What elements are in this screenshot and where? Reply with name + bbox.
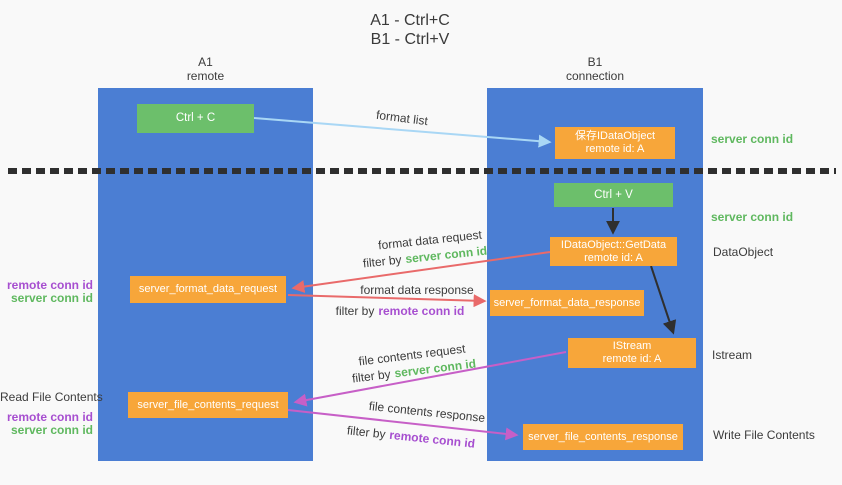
lane-b1-role: connection xyxy=(565,69,625,83)
label-istream: Istream xyxy=(712,348,753,362)
node-ctrl-v-label: Ctrl + V xyxy=(594,188,633,201)
node-server-file-contents-response: server_file_contents_response xyxy=(523,424,683,450)
node-ctrl-c-label: Ctrl + C xyxy=(175,112,216,124)
node-save-idataobject-line1: 保存IDataObject xyxy=(574,130,656,142)
node-save-idataobject-line2: remote id: A xyxy=(585,143,645,155)
node-idataobject-getdata: IDataObject::GetData remote id: A xyxy=(550,237,677,266)
lane-header-b1: B1 connection xyxy=(487,55,703,83)
label-right-server-conn-id-1: server conn id xyxy=(711,132,794,146)
node-getdata-line2: remote id: A xyxy=(584,251,643,264)
label-right-server-conn-id-2: server conn id xyxy=(711,210,794,224)
title-line-1: A1 - Ctrl+C xyxy=(370,12,450,29)
node-ctrl-c: Ctrl + C xyxy=(137,104,254,133)
label-write-file-contents: Write File Contents xyxy=(713,428,815,442)
label-dataobject: DataObject xyxy=(713,245,774,259)
node-format-request-label: server_format_data_request xyxy=(138,283,278,295)
title-line-2: B1 - Ctrl+V xyxy=(370,31,450,48)
diagram-title: A1 - Ctrl+C B1 - Ctrl+V xyxy=(260,11,560,49)
lane-a1-role: remote xyxy=(186,69,225,83)
node-file-response-label: server_file_contents_response xyxy=(528,430,678,443)
label-left-server-conn-id-1: server conn id xyxy=(10,291,93,305)
node-server-format-data-request: server_format_data_request xyxy=(130,276,286,303)
label-left-remote-conn-id-1: remote conn id xyxy=(6,278,93,292)
node-server-file-contents-request: server_file_contents_request xyxy=(128,392,288,418)
node-istream-line2: remote id: A xyxy=(602,353,662,365)
node-istream-line1: IStream xyxy=(612,340,652,352)
node-format-response-label: server_format_data_response xyxy=(493,296,641,309)
lane-b1-name: B1 xyxy=(587,55,603,69)
node-server-format-data-response: server_format_data_response xyxy=(490,290,644,316)
label-format-list: format list xyxy=(375,107,429,129)
lane-header-a1: A1 remote xyxy=(98,55,313,83)
lane-a1-name: A1 xyxy=(198,55,213,69)
node-ctrl-v: Ctrl + V xyxy=(554,183,673,207)
label-file-contents-response: file contents response xyxy=(368,398,486,426)
node-file-request-label: server_file_contents_request xyxy=(137,398,279,411)
label-left-remote-conn-id-2: remote conn id xyxy=(6,410,93,424)
node-save-idataobject: 保存IDataObject remote id: A xyxy=(555,127,675,159)
node-istream: IStream remote id: A xyxy=(568,338,696,368)
label-left-server-conn-id-2: server conn id xyxy=(10,423,93,437)
label-format-data-response: format data response xyxy=(360,283,474,297)
node-getdata-line1: IDataObject::GetData xyxy=(560,238,667,251)
dotted-divider xyxy=(8,168,836,174)
label-read-file-contents: Read File Contents xyxy=(0,390,103,404)
